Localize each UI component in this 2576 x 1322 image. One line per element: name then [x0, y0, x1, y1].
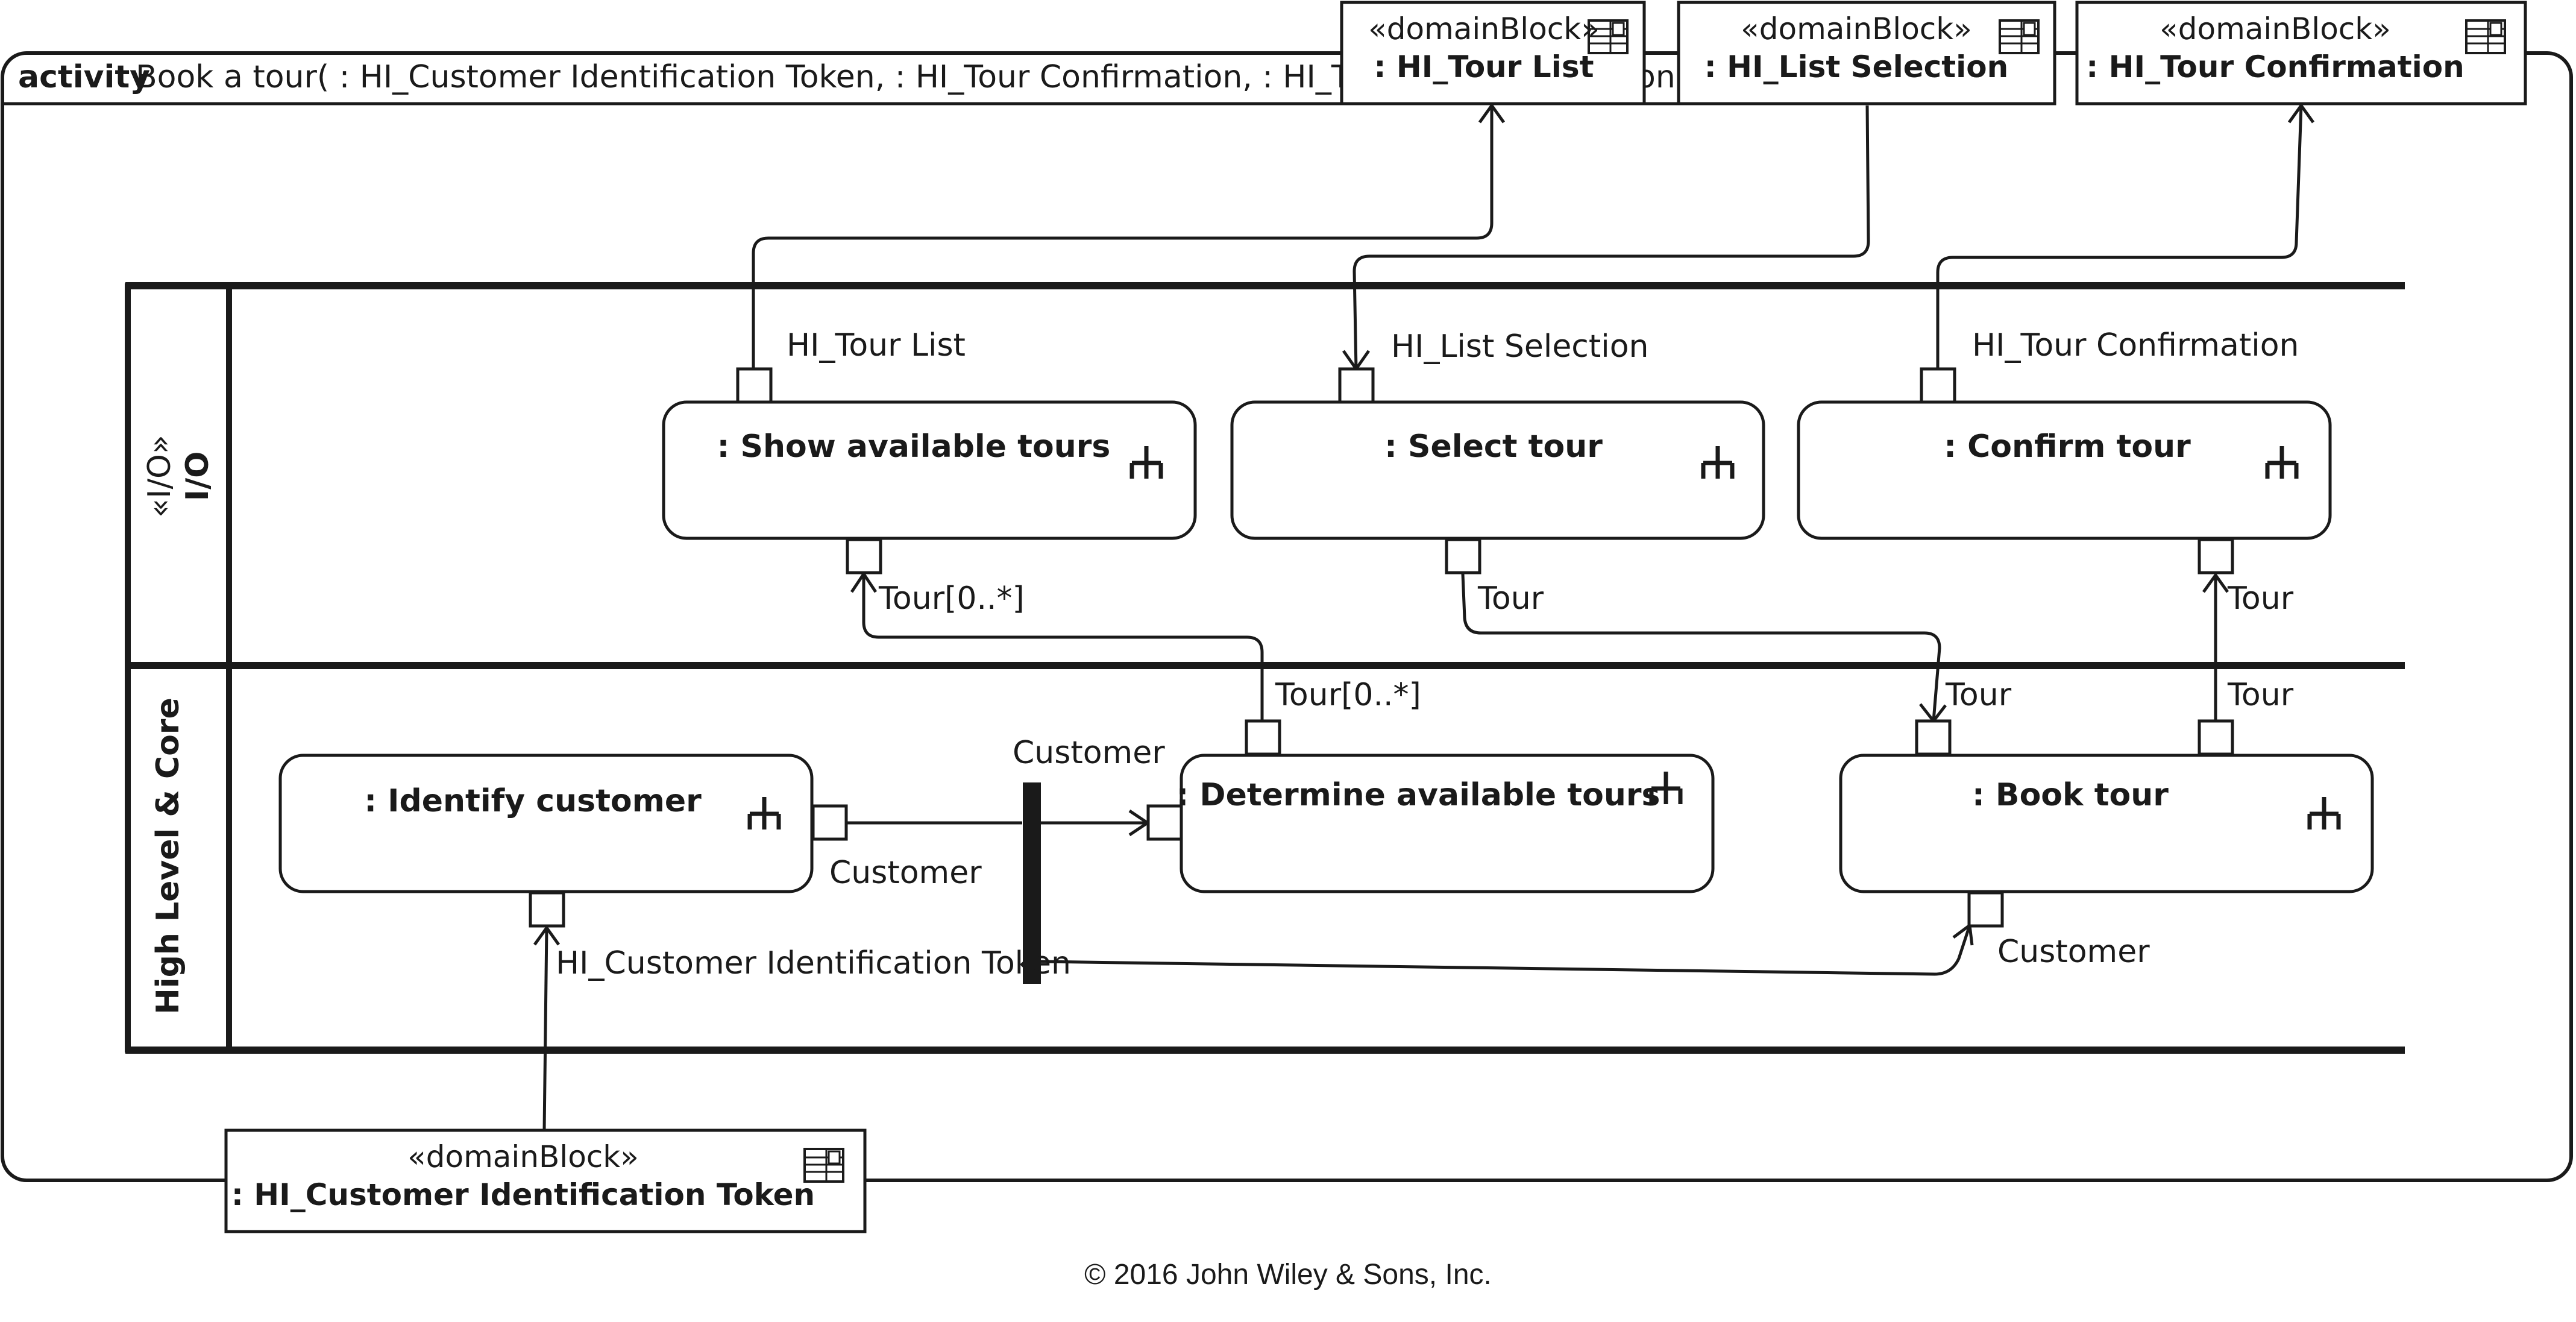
pin-select-in: [1338, 367, 1375, 404]
pin-book-customer: [1967, 891, 2004, 928]
action-select-tour[interactable]: : Select tour: [1230, 400, 1765, 540]
copyright-notice: © 2016 John Wiley & Sons, Inc.: [1084, 1259, 1492, 1291]
action-book-tour[interactable]: : Book tour: [1839, 754, 2374, 893]
pin-book-in: [1915, 719, 1952, 756]
domain-block-stereotype: «domainBlock»: [407, 1139, 639, 1174]
action-confirm-tour[interactable]: : Confirm tour: [1797, 400, 2332, 540]
pin-label-confirm-in: Tour: [2227, 581, 2294, 617]
pin-label-identify-in: HI_Customer Identification Token: [556, 945, 1071, 981]
domain-block-name: : HI_Tour List: [1374, 49, 1594, 84]
domain-block-tour-confirmation[interactable]: «domainBlock» : HI_Tour Confirmation: [2075, 1, 2527, 105]
action-name: : Identify customer: [364, 783, 702, 819]
pin-label-select-in: HI_List Selection: [1391, 329, 1649, 365]
domain-block-list-selection[interactable]: «domainBlock» : HI_List Selection: [1677, 1, 2056, 105]
domain-block-name: : HI_Tour Confirmation: [2086, 49, 2464, 84]
flow-token-to-identify: [542, 927, 548, 1131]
pin-determine-out: [1245, 719, 1281, 756]
flow-fork-to-book: [1037, 925, 1971, 976]
object-flows: [542, 105, 2303, 1131]
pin-show-out: [846, 538, 882, 574]
action-name: : Book tour: [1972, 777, 2169, 813]
flow-confirm-to-tourconfirmation: [1936, 105, 2303, 369]
pin-label-fork: Customer: [1013, 735, 1165, 771]
partition-io-header: «I/O» I/O: [142, 435, 216, 517]
pin-confirm-in-top: [1920, 367, 1956, 404]
action-name: : Confirm tour: [1944, 429, 2191, 465]
domain-block-stereotype: «domainBlock»: [1368, 11, 1600, 46]
partition-name: I/O: [180, 452, 216, 502]
pin-identify-in: [529, 891, 565, 928]
pin-label-confirm-out: HI_Tour Confirmation: [1972, 327, 2299, 364]
pin-label-book-in: Tour: [1945, 677, 2012, 713]
pin-show-in: [736, 367, 773, 404]
pins: [529, 367, 2234, 928]
activity-keyword: activity: [18, 59, 150, 95]
fork-node: [1023, 782, 1041, 984]
pin-label-show-in: HI_Tour List: [787, 327, 966, 364]
domain-block-customer-token[interactable]: «domainBlock» : HI_Customer Identificati…: [224, 1128, 867, 1233]
flow-determine-to-show: [862, 574, 1264, 721]
action-determine-available-tours[interactable]: : Determine available tours: [1176, 754, 1715, 893]
action-name: : Select tour: [1384, 429, 1603, 465]
pin-determine-in: [1146, 804, 1183, 841]
pin-label-book-out: Tour: [2227, 677, 2294, 713]
pin-labels: HI_Tour List Tour[0..*] HI_List Selectio…: [556, 327, 2299, 981]
action-show-available-tours[interactable]: : Show available tours: [662, 400, 1197, 540]
pin-identify-out: [811, 804, 848, 841]
action-name: : Determine available tours: [1176, 777, 1660, 813]
pin-confirm-out-bottom: [2197, 538, 2234, 574]
partition-stereotype: «I/O»: [142, 435, 178, 517]
pin-label-book-customer: Customer: [1997, 934, 2150, 970]
pin-label-show-out: Tour[0..*]: [878, 581, 1025, 617]
pin-book-out: [2197, 719, 2234, 756]
action-name: : Show available tours: [717, 429, 1111, 465]
action-identify-customer[interactable]: : Identify customer: [278, 754, 814, 893]
partition-core-header: High Level & Core: [150, 697, 186, 1014]
activity-frame: activity Book a tour( : HI_Customer Iden…: [1, 51, 2573, 1182]
domain-block-name: : HI_List Selection: [1704, 49, 2009, 84]
pin-label-select-out: Tour: [1477, 581, 1544, 617]
pin-label-identify-out: Customer: [829, 855, 982, 891]
domain-block-stereotype: «domainBlock»: [2160, 11, 2391, 46]
activity-signature: Book a tour( : HI_Customer Identificatio…: [136, 59, 1462, 95]
flow-listselection-to-select: [1352, 105, 1870, 370]
domain-block-stereotype: «domainBlock»: [1741, 11, 1972, 46]
pin-label-determine-out: Tour[0..*]: [1275, 677, 1421, 713]
swimlanes: «I/O» I/O High Level & Core: [125, 282, 2405, 1054]
partition-name: High Level & Core: [150, 697, 186, 1014]
flow-show-to-tourlist: [752, 105, 1494, 369]
pin-select-out: [1445, 538, 1481, 574]
domain-block-name: : HI_Customer Identification Token: [231, 1177, 815, 1212]
flow-select-to-book: [1461, 573, 1941, 722]
domain-block-tour-list[interactable]: «domainBlock» : HI_Tour List: [1340, 1, 1646, 105]
